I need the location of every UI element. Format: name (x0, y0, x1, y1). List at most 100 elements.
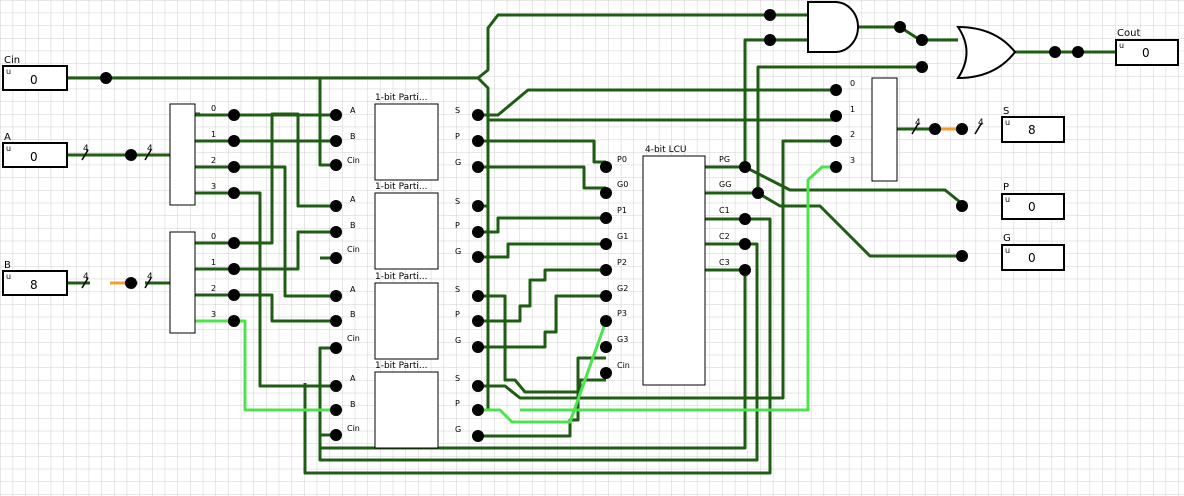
splitter-bit-label: 1 (211, 130, 216, 139)
lcu-input-label: P3 (617, 309, 627, 318)
lcu-output-label: C3 (719, 258, 730, 267)
pin-radix: u (1005, 118, 1010, 127)
pin-cin[interactable]: Cin u 0 (2, 55, 68, 91)
adder-input-label: B (350, 221, 356, 230)
bus-width-label: 4 (83, 144, 89, 154)
lcu-input-label: G0 (617, 180, 628, 189)
adder-output-label: S (455, 197, 460, 206)
pin-label: P (1003, 182, 1009, 193)
adder-title: 1-bit Parti... (375, 272, 427, 282)
splitter-bit-label: 3 (211, 182, 216, 191)
bus-width-label: 4 (978, 118, 984, 128)
splitter-s[interactable]: 0 1 2 3 (850, 77, 898, 182)
lcu-input-label: G1 (617, 232, 628, 241)
adder-output-label: G (455, 158, 461, 167)
adder-output-label: G (455, 425, 461, 434)
lcu-input-label: Cin (617, 361, 630, 370)
adder-input-label: A (350, 374, 356, 383)
adder-output-label: P (455, 310, 460, 319)
adder-2[interactable]: 1-bit Parti... A B Cin S P G (347, 272, 461, 360)
lcu-input-label: G3 (617, 335, 628, 344)
junctions (100, 9, 1084, 442)
pin-a[interactable]: A u 0 (2, 132, 68, 168)
pin-label: G (1003, 233, 1011, 244)
pin-b[interactable]: B u 8 (2, 260, 68, 296)
adder-output-label: S (455, 285, 460, 294)
and-gate-icon (807, 0, 859, 53)
splitter-bit-label: 2 (850, 130, 855, 139)
adder-output-label: P (455, 132, 460, 141)
adder-input-label: A (350, 195, 356, 204)
pin-value: 0 (30, 73, 38, 87)
pin-radix: u (1005, 246, 1010, 255)
bus-width-markers: 4 4 4 4 4 4 (81, 118, 984, 289)
adder-input-label: Cin (347, 245, 360, 254)
lcu-output-label: C1 (719, 206, 730, 215)
splitter-b[interactable]: 0 1 2 3 (169, 231, 216, 334)
adder-title: 1-bit Parti... (375, 93, 427, 103)
lcu-input-label: P1 (617, 206, 627, 215)
pin-g[interactable]: G u 0 (1001, 233, 1065, 271)
wires-high (195, 165, 836, 424)
adder-0[interactable]: 1-bit Parti... A B Cin S P G (347, 93, 461, 181)
pin-value: 0 (30, 150, 38, 164)
splitter-bit-label: 1 (850, 105, 855, 114)
adder-input-label: B (350, 310, 356, 319)
bus-width-label: 4 (915, 118, 921, 128)
pin-label: Cin (4, 55, 20, 66)
splitter-bit-label: 0 (211, 104, 216, 113)
pin-label: B (4, 260, 11, 271)
pin-value: 8 (30, 278, 38, 292)
adder-input-label: B (350, 132, 356, 141)
pin-s[interactable]: S u 8 (1001, 106, 1065, 143)
adder-input-label: Cin (347, 156, 360, 165)
pin-cout[interactable]: Cout u 0 (1115, 28, 1179, 66)
lcu-output-label: PG (719, 155, 730, 164)
adder-output-label: P (455, 221, 460, 230)
adder-input-label: Cin (347, 424, 360, 433)
adder-title: 1-bit Parti... (375, 182, 427, 192)
pin-value: 0 (1028, 251, 1036, 265)
or-gate[interactable] (956, 25, 1017, 80)
adder-output-label: P (455, 399, 460, 408)
lcu-input-label: P0 (617, 155, 627, 164)
adder-input-label: B (350, 400, 356, 409)
pin-label: Cout (1117, 28, 1140, 39)
bus-width-label: 4 (83, 272, 89, 282)
splitter-icon (871, 77, 898, 182)
adder-output-label: S (455, 106, 460, 115)
adder-input-label: A (350, 106, 356, 115)
lcu-output-label: GG (719, 180, 731, 189)
pin-radix: u (6, 67, 11, 76)
pin-value: 0 (1142, 46, 1150, 60)
pin-radix: u (1005, 195, 1010, 204)
adder-output-label: S (455, 374, 460, 383)
pin-p[interactable]: P u 0 (1001, 182, 1065, 220)
splitter-bit-label: 1 (211, 258, 216, 267)
splitter-bit-label: 3 (850, 156, 855, 165)
pin-radix: u (6, 144, 11, 153)
splitter-bit-label: 0 (850, 79, 855, 88)
or-gate-icon (956, 25, 1017, 80)
adder-output-label: G (455, 247, 461, 256)
pin-value: 0 (1028, 200, 1036, 214)
pin-label: S (1003, 106, 1009, 117)
splitter-a[interactable]: 0 1 2 3 (169, 103, 216, 206)
splitter-icon (169, 103, 196, 206)
bus-width-label: 4 (147, 272, 153, 282)
splitter-bit-label: 0 (211, 232, 216, 241)
and-gate[interactable] (807, 0, 859, 53)
splitter-bit-label: 3 (211, 310, 216, 319)
lcu-block[interactable]: 4-bit LCU P0 G0 P1 G1 P2 G2 P3 G3 Cin PG… (617, 145, 731, 386)
adder-1[interactable]: 1-bit Parti... A B Cin S P G (347, 182, 461, 270)
adder-input-label: Cin (347, 334, 360, 343)
adder-title: 1-bit Parti... (375, 361, 427, 371)
adder-3[interactable]: 1-bit Parti... A B Cin S P G (347, 361, 461, 449)
bus-width-label: 4 (147, 144, 153, 154)
lcu-input-label: G2 (617, 284, 628, 293)
wires (68, 13, 1115, 475)
splitter-icon (169, 231, 196, 334)
adder-output-label: G (455, 336, 461, 345)
